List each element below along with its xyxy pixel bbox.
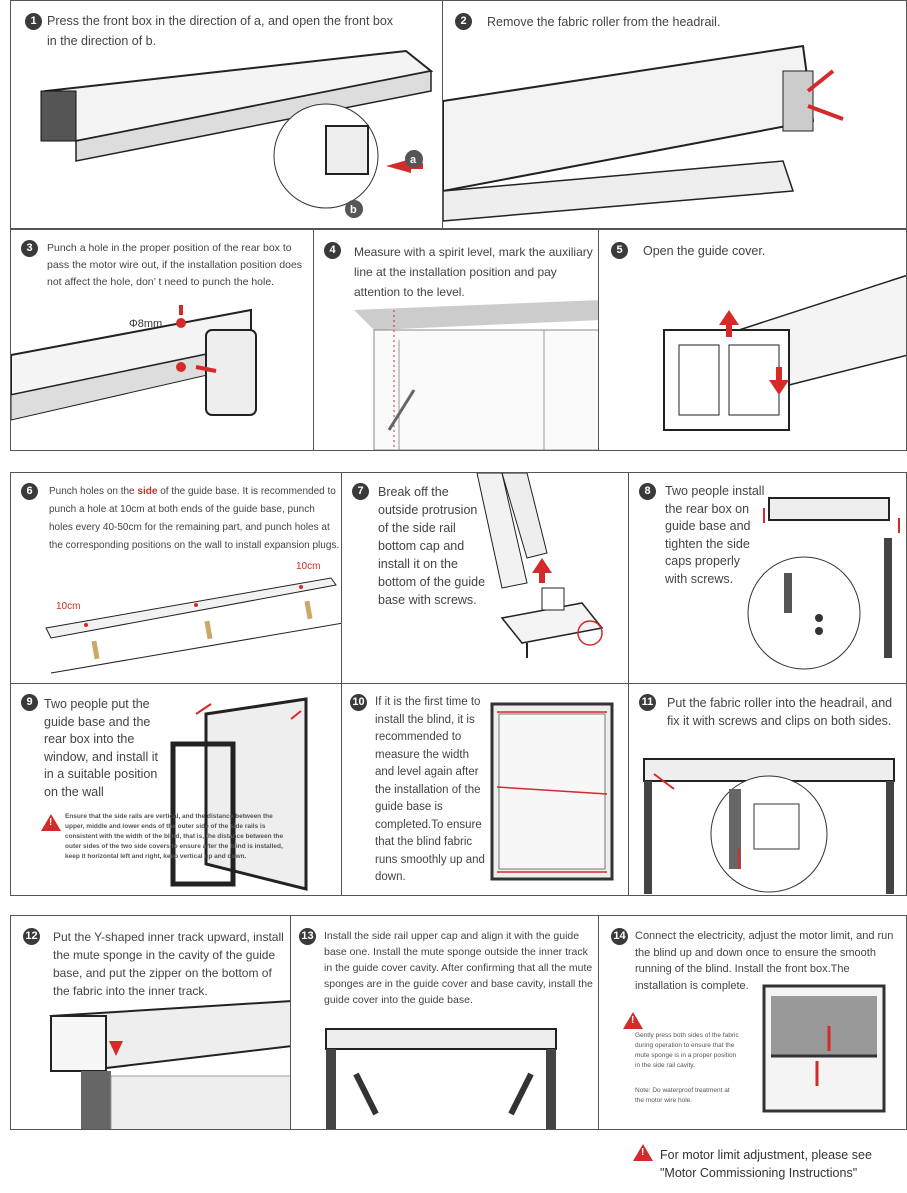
- step-text: Two people put the guide base and the re…: [44, 697, 158, 799]
- step-3-panel: 3 Punch a hole in the proper position of…: [10, 229, 314, 451]
- warning-icon: [41, 814, 61, 831]
- warning-text: Gently press both sides of the fabric du…: [635, 1032, 739, 1069]
- step-number: 4: [324, 242, 341, 259]
- step-text: Put the fabric roller into the headrail,…: [667, 696, 893, 728]
- guide-cover-install-illustration: [325, 1028, 557, 1129]
- rear-box-install-illustration: [747, 497, 900, 670]
- step-number: 14: [611, 928, 628, 945]
- step-text: Two people install the rear box on guide…: [665, 484, 765, 586]
- step-text: Punch a hole in the proper position of t…: [47, 242, 303, 288]
- step-number: 13: [299, 928, 316, 945]
- step-number: 8: [639, 483, 656, 500]
- headrail-roller-illustration: [443, 44, 844, 222]
- step-14-panel: 14 Connect the electricity, adjust the m…: [598, 915, 907, 1130]
- step-5-panel: 5 Open the guide cover.: [598, 229, 907, 451]
- step-number: 3: [21, 240, 38, 257]
- step-text: Remove the fabric roller from the headra…: [487, 15, 721, 29]
- guide-cover-illustration: [663, 275, 906, 431]
- label-a: a: [410, 154, 417, 166]
- step-text: If it is the first time to install the b…: [375, 696, 485, 883]
- step-number: 10: [350, 694, 367, 711]
- label-b: b: [350, 204, 357, 216]
- step-2-panel: 2 Remove the fabric roller from the head…: [442, 0, 907, 229]
- step-6-panel: 6 Punch holes on the side of the guide b…: [10, 472, 342, 684]
- emphasis-side: side: [137, 486, 158, 497]
- step-text: Install the side rail upper cap and alig…: [324, 930, 593, 1006]
- window-level-illustration: [354, 300, 598, 450]
- step-number: 2: [455, 13, 472, 30]
- step-number: 9: [21, 694, 38, 711]
- step-9-panel: 9 Two people put the guide base and the …: [10, 683, 342, 896]
- step-number: 7: [352, 483, 369, 500]
- step-1-panel: 1 Press the front box in the direction o…: [10, 0, 443, 229]
- step-text: Put the Y-shaped inner track upward, ins…: [53, 930, 284, 998]
- step-7-panel: 7 Break off the outside protrusion of th…: [341, 472, 629, 684]
- step-text: Press the front box in the direction of …: [47, 14, 394, 48]
- step-number: 6: [21, 483, 38, 500]
- dimension-left: 10cm: [56, 601, 81, 612]
- side-cap-illustration: [476, 473, 604, 658]
- note-text: Note: Do waterproof treatment at the mot…: [635, 1087, 730, 1104]
- warning-icon: [623, 1012, 643, 1029]
- footer-note: For motor limit adjustment, please see "…: [660, 1148, 872, 1180]
- front-box-illustration: a b: [40, 49, 434, 218]
- step-text: Measure with a spirit level, mark the au…: [354, 245, 593, 299]
- step-text: Break off the outside protrusion of the …: [378, 485, 486, 607]
- footer-warning-icon: [633, 1144, 653, 1161]
- step-number: 11: [639, 694, 656, 711]
- step-8-panel: 8 Two people install the rear box on gui…: [628, 472, 907, 684]
- finished-blind-illustration: [762, 984, 886, 1113]
- guide-base-illustration: [45, 577, 341, 674]
- dimension-right: 10cm: [296, 561, 321, 572]
- step-text: Connect the electricity, adjust the moto…: [635, 930, 894, 992]
- step-12-panel: 12 Put the Y-shaped inner track upward, …: [10, 915, 291, 1130]
- warning-text: Ensure that the side rails are vertical,…: [65, 813, 284, 860]
- step-10-panel: 10 If it is the first time to install th…: [341, 683, 629, 896]
- step-13-panel: 13 Install the side rail upper cap and a…: [290, 915, 599, 1130]
- step-text: Punch holes on the side of the guide bas…: [49, 486, 340, 551]
- step-11-panel: 11 Put the fabric roller into the headra…: [628, 683, 907, 896]
- step-number: 5: [611, 242, 628, 259]
- inner-track-illustration: [49, 1000, 290, 1129]
- step-number: 1: [25, 13, 42, 30]
- measure-width-illustration: [490, 702, 614, 881]
- step-4-panel: 4 Measure with a spirit level, mark the …: [313, 229, 599, 451]
- window-install-illustration: [170, 697, 308, 891]
- rear-box-illustration: Φ8mm: [11, 305, 257, 421]
- step-number: 12: [23, 928, 40, 945]
- hole-dimension: Φ8mm: [129, 318, 162, 330]
- roller-headrail-illustration: [643, 758, 895, 894]
- step-text: Open the guide cover.: [643, 244, 766, 258]
